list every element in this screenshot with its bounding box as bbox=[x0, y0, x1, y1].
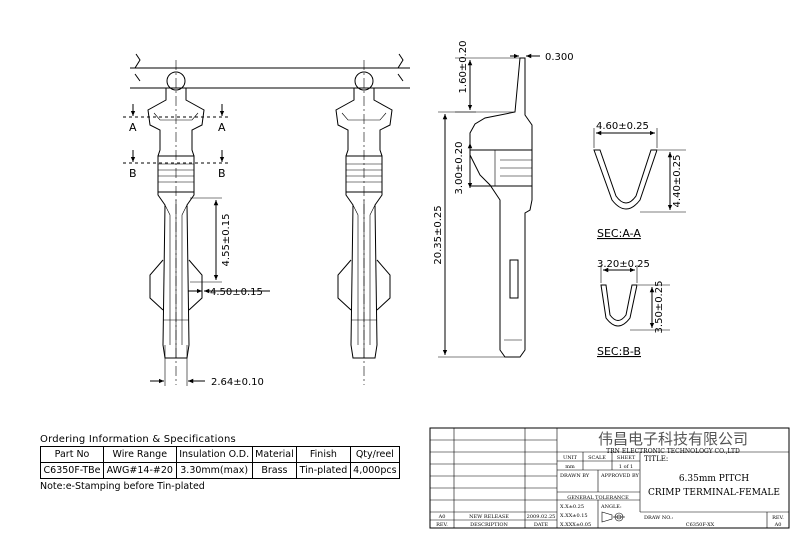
dim-top-height: 1.60±0.20 bbox=[458, 41, 469, 94]
cell-qty: 4,000pcs bbox=[349, 462, 401, 479]
cell-part-no: C6350F-TBe bbox=[39, 462, 105, 479]
header-qty: Qty/reel bbox=[349, 446, 401, 463]
unit-value: mm bbox=[565, 464, 575, 470]
sheet-label: SHEET bbox=[617, 455, 636, 461]
rev-header-desc: DESCRIPTION bbox=[470, 522, 508, 528]
section-b-view: 3.20±0.25 3.50±0.25 SEC:B-B bbox=[597, 259, 670, 358]
title-block: A0 NEW RELEASE 2009.02.25 REV. DESCRIPTI… bbox=[429, 427, 790, 529]
header-finish: Finish bbox=[296, 446, 351, 463]
rev-header-date: DATE bbox=[534, 522, 549, 528]
table-row: C6350F-TBe AWG#14-#20 3.30mm(max) Brass … bbox=[39, 462, 401, 479]
dim-sec-b-height: 3.50±0.25 bbox=[654, 281, 665, 334]
cell-finish: Tin-plated bbox=[296, 462, 351, 479]
section-a-label: SEC:A-A bbox=[597, 227, 641, 240]
section-mark-b-left: B bbox=[129, 167, 137, 180]
section-b-label: SEC:B-B bbox=[597, 345, 641, 358]
angle-label: ANGLE: bbox=[600, 504, 622, 510]
rev-row-date: 2009.02.25 bbox=[527, 514, 556, 520]
section-mark-a: A A bbox=[123, 104, 229, 134]
dim-contact-length: 4.55±0.15 bbox=[221, 214, 232, 267]
tolerance-1: X.X±0.25 bbox=[560, 504, 584, 510]
title-line-2: CRIMP TERMINAL-FEMALE bbox=[648, 488, 780, 498]
ordering-title: Ordering Information & Specifications bbox=[40, 434, 236, 445]
tolerance-2: X.XX±0.15 bbox=[560, 513, 588, 519]
approved-by-label: APPROVED BY bbox=[600, 473, 640, 479]
dim-thickness: 0.300 bbox=[545, 52, 574, 63]
dim-contact-width: 4.50±0.15 bbox=[210, 287, 263, 298]
rev-row-rev: A0 bbox=[438, 514, 446, 520]
general-tolerance-label: GENERAL TOLERANCE bbox=[567, 495, 629, 501]
front-view: A A B B 4.55±0.15 4.50±0.15 2.64±0.10 bbox=[123, 53, 410, 388]
section-mark-a-right: A bbox=[218, 121, 226, 134]
section-mark-b-right: B bbox=[218, 167, 226, 180]
section-mark-b: B B bbox=[123, 150, 229, 180]
header-wire-range: Wire Range bbox=[103, 446, 177, 463]
dim-sec-b-width: 3.20±0.25 bbox=[597, 259, 650, 270]
scale-label: SCALE bbox=[588, 455, 606, 461]
header-material: Material bbox=[251, 446, 298, 463]
title-label: TITLE: bbox=[644, 455, 668, 463]
dim-sec-a-height: 4.40±0.25 bbox=[672, 155, 683, 208]
rev-header-rev: REV. bbox=[436, 522, 448, 528]
dim-sec-a-width: 4.60±0.25 bbox=[596, 121, 649, 132]
title-line-1: 6.35mm PITCH bbox=[679, 474, 749, 484]
unit-label: UNIT bbox=[563, 455, 578, 461]
section-a-view: 4.60±0.25 4.40±0.25 SEC:A-A bbox=[593, 121, 686, 240]
header-part-no: Part No bbox=[39, 446, 105, 463]
draw-no-label: DRAW NO.: bbox=[644, 515, 674, 521]
projection-symbol-icon bbox=[601, 511, 625, 523]
draw-no-value: C6350F-XX bbox=[686, 522, 715, 528]
side-view: 0.300 1.60±0.20 3.00±0.20 20.35±0.25 bbox=[433, 41, 574, 358]
header-insulation: Insulation O.D. bbox=[175, 446, 253, 463]
dim-barrel-height: 3.00±0.20 bbox=[454, 142, 465, 195]
ordering-info: Ordering Information & Specifications Pa… bbox=[39, 434, 401, 492]
company-name-en: TRN ELECTRONIC TECHNOLOGY CO.,LTD bbox=[606, 448, 740, 455]
ordering-table: Part No Wire Range Insulation O.D. Mater… bbox=[39, 446, 401, 479]
cell-material: Brass bbox=[251, 462, 298, 479]
sheet-value: 1 of 1 bbox=[619, 464, 633, 470]
dim-total-length: 20.35±0.25 bbox=[433, 205, 444, 264]
drawn-by-label: DRAWN BY bbox=[560, 473, 590, 479]
rev-row-desc: NEW RELEASE bbox=[469, 514, 509, 520]
section-mark-a-left: A bbox=[129, 121, 137, 134]
rev-value: A0 bbox=[774, 522, 782, 528]
ordering-header-row: Part No Wire Range Insulation O.D. Mater… bbox=[39, 446, 401, 463]
rev-label: REV. bbox=[772, 515, 784, 521]
cell-wire-range: AWG#14-#20 bbox=[103, 462, 177, 479]
cell-insulation: 3.30mm(max) bbox=[175, 462, 253, 479]
dim-pitch-width: 2.64±0.10 bbox=[211, 377, 264, 388]
tolerance-3: X.XXX±0.05 bbox=[560, 522, 591, 528]
company-name-cn: 伟昌电子科技有限公司 bbox=[598, 430, 748, 448]
ordering-note: Note:e-Stamping before Tin-plated bbox=[40, 481, 205, 492]
terminal-front-right bbox=[335, 88, 393, 359]
